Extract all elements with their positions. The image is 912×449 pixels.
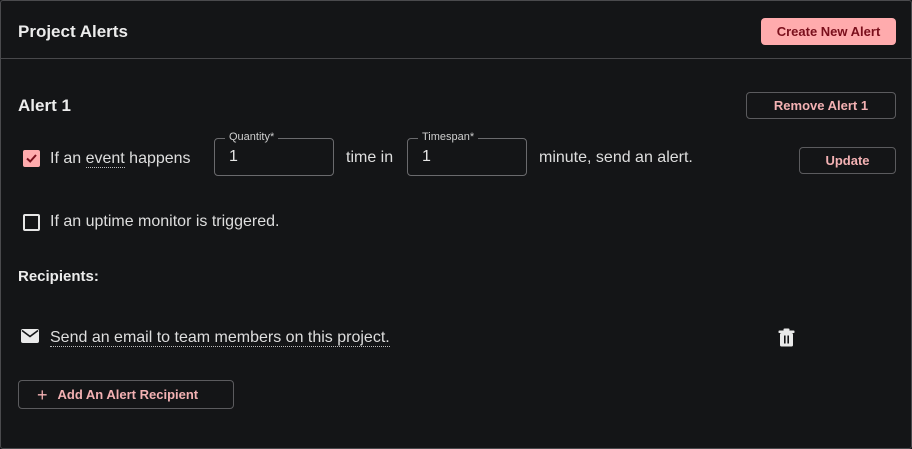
- plus-icon: +: [37, 384, 48, 405]
- event-condition-checkbox[interactable]: [23, 150, 40, 167]
- timespan-input[interactable]: [422, 148, 512, 166]
- mail-icon: [21, 329, 39, 343]
- page-title: Project Alerts: [18, 22, 128, 41]
- recipients-heading: Recipients:: [18, 268, 99, 285]
- quantity-field[interactable]: Quantity*: [214, 130, 334, 176]
- recipient-item[interactable]: Send an email to team members on this pr…: [50, 329, 390, 347]
- event-term[interactable]: event: [85, 150, 125, 168]
- panel-header: Project Alerts Create New Alert: [1, 1, 911, 59]
- event-condition-label: If an event happens: [50, 150, 191, 168]
- create-new-alert-button[interactable]: Create New Alert: [761, 18, 896, 45]
- quantity-input[interactable]: [229, 148, 319, 166]
- uptime-condition-label: If an uptime monitor is triggered.: [50, 213, 280, 230]
- timespan-field[interactable]: Timespan*: [407, 130, 527, 176]
- trash-icon[interactable]: [778, 328, 795, 347]
- uptime-condition-checkbox[interactable]: [23, 214, 40, 231]
- quantity-label: Quantity*: [225, 130, 279, 144]
- recipient-email-text: Send an email to team members on this pr…: [50, 329, 390, 347]
- checkmark-icon: [26, 154, 37, 163]
- timespan-label: Timespan*: [418, 130, 479, 144]
- alert-title: Alert 1: [18, 96, 71, 115]
- add-alert-recipient-button[interactable]: + Add An Alert Recipient: [18, 380, 234, 409]
- time-in-label: time in: [346, 149, 394, 166]
- add-recipient-label: Add An Alert Recipient: [57, 387, 199, 402]
- remove-alert-button[interactable]: Remove Alert 1: [746, 92, 896, 119]
- send-alert-label: minute, send an alert.: [539, 149, 693, 166]
- update-button[interactable]: Update: [799, 147, 896, 174]
